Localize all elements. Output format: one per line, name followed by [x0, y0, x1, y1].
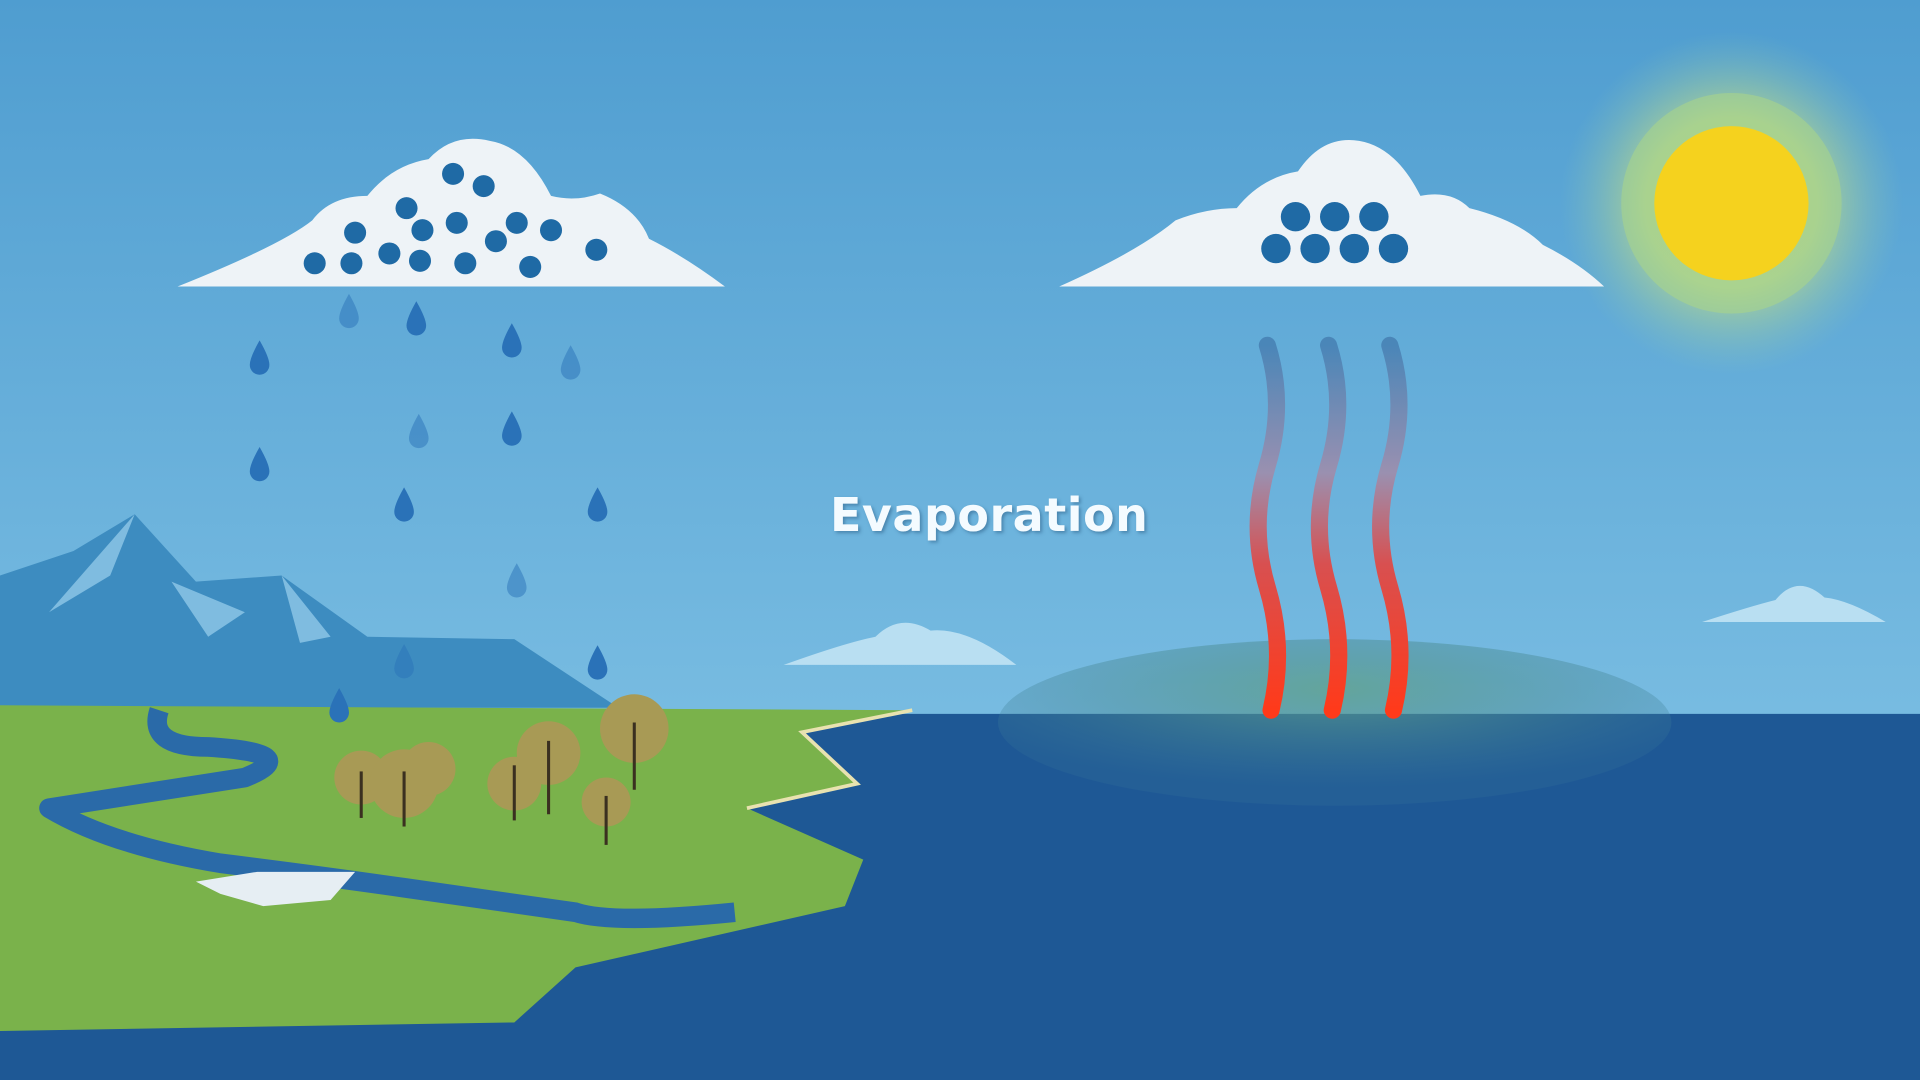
mountain-highlights: [48, 514, 331, 643]
heat-vapor-lines-icon: [1249, 336, 1409, 719]
raindrop-icons: [249, 293, 608, 723]
evaporation-label: Evaporation: [830, 488, 1149, 542]
river: [39, 707, 736, 929]
trees-icon: [334, 694, 669, 845]
sun-icon: [1560, 31, 1903, 375]
vapor-cloud-icon: [1059, 139, 1605, 287]
small-cloud-icon: [783, 585, 1886, 665]
rain-cloud-icon: [177, 138, 725, 287]
lake: [195, 871, 356, 907]
evaporation-glow: [997, 639, 1672, 806]
shore: [746, 708, 913, 810]
